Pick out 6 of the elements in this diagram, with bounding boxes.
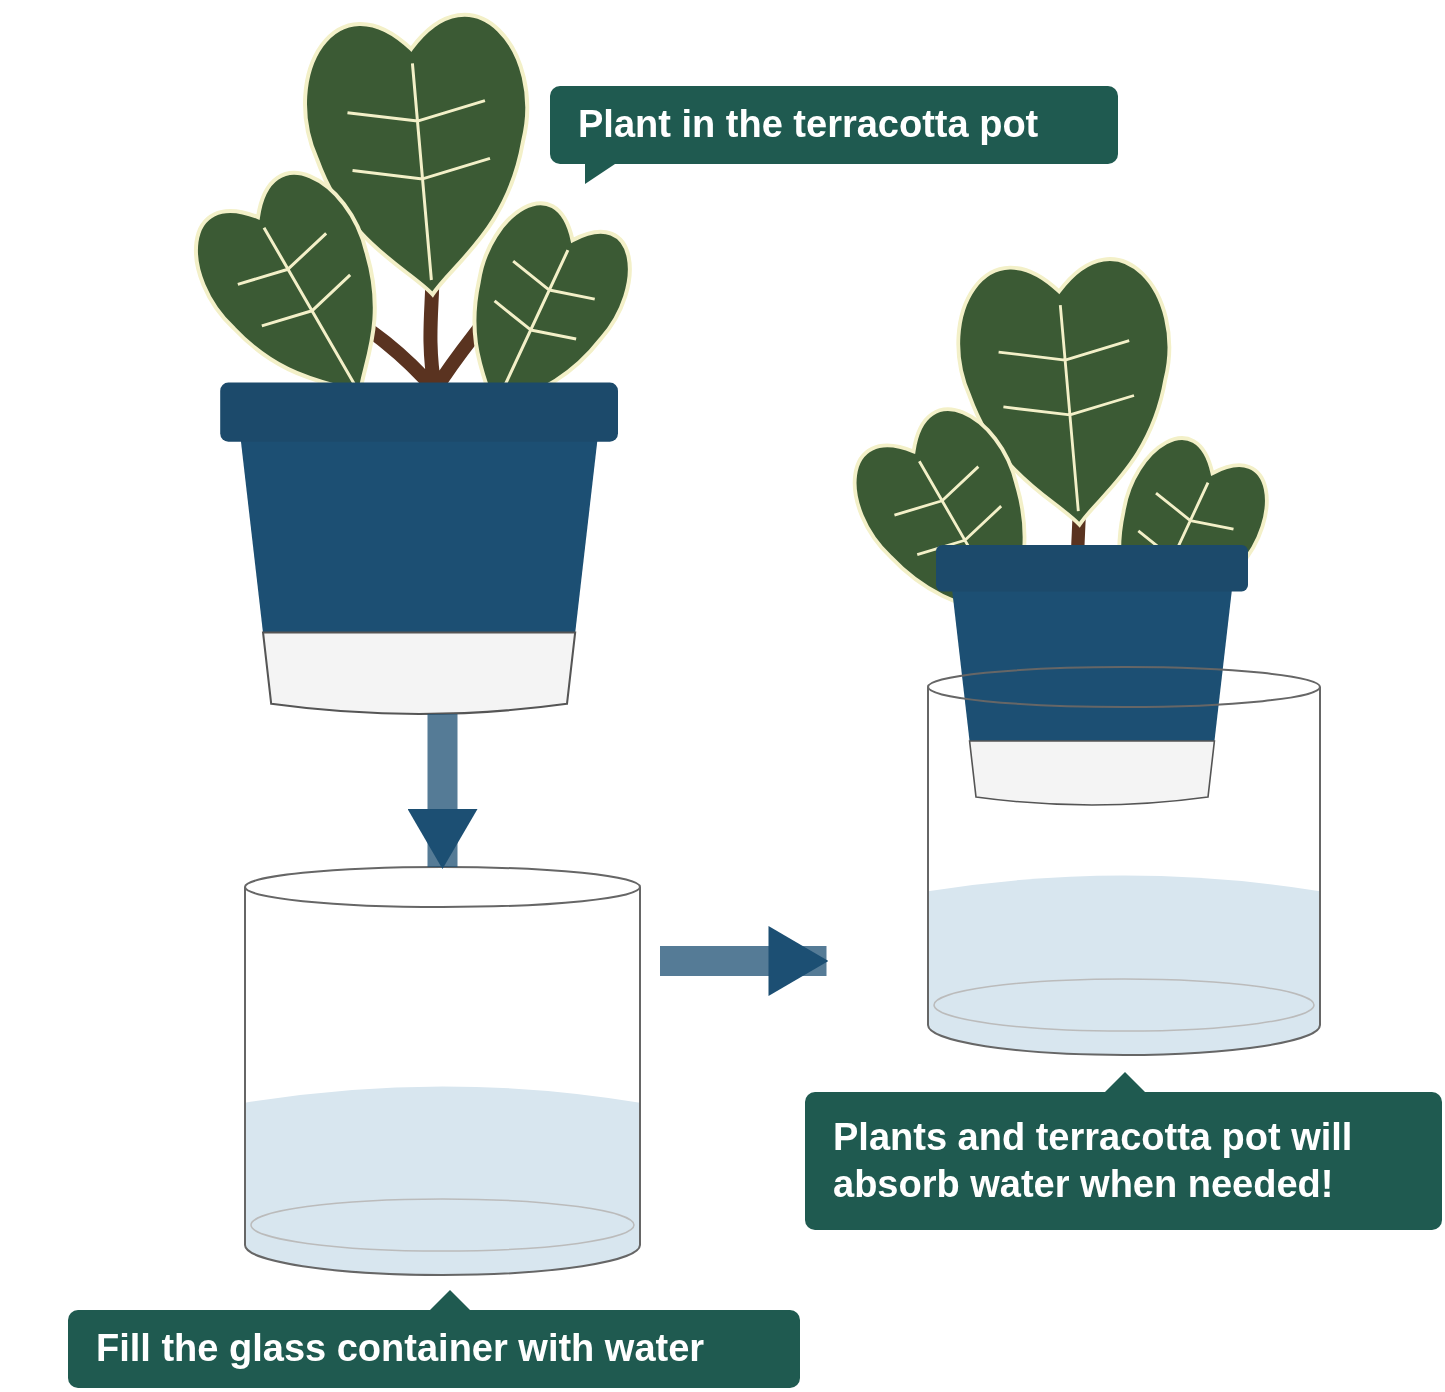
plant-in-glass-drawing (852, 257, 1321, 1056)
speech-bubble: Plants and terracotta pot will absorb water when needed! (805, 1092, 1442, 1230)
glass-container-drawing (244, 866, 641, 1276)
arrow (660, 926, 829, 996)
arrow (407, 714, 478, 869)
speech-bubble: Plant in the terracotta pot (550, 86, 1118, 164)
